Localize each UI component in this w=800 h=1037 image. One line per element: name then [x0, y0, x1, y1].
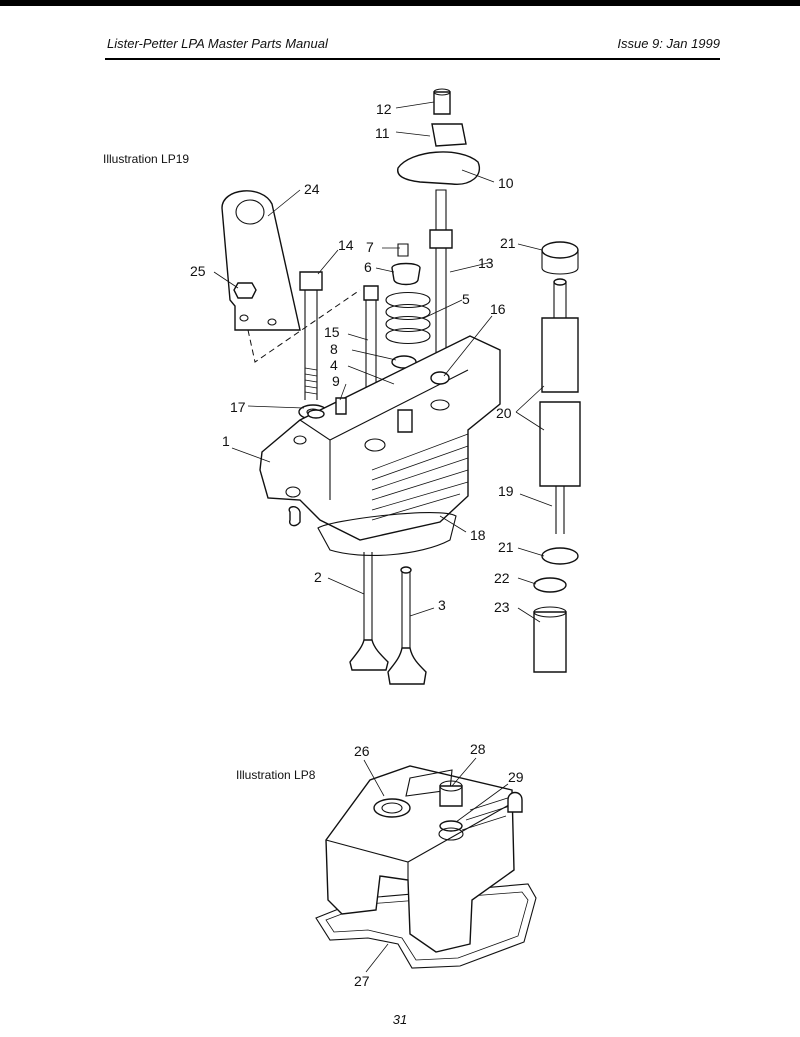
callout-27: 27 — [354, 973, 370, 989]
callout-19: 19 — [498, 483, 514, 499]
callout-23: 23 — [494, 599, 510, 615]
rocker-cover — [325, 765, 515, 953]
callout-17: 17 — [230, 399, 246, 415]
callout-21-top: 21 — [500, 235, 516, 251]
callout-7: 7 — [366, 239, 374, 255]
callout-28: 28 — [470, 741, 486, 757]
lifting-bracket — [221, 190, 301, 331]
cover-nut — [439, 785, 463, 807]
callout-18: 18 — [470, 527, 486, 543]
callout-6: 6 — [364, 259, 372, 275]
issue-date: Issue 9: Jan 1999 — [617, 36, 720, 51]
pushrod-tube-lower — [539, 401, 581, 487]
top-border — [0, 0, 800, 6]
callout-13: 13 — [478, 255, 494, 271]
header-rule — [105, 58, 720, 60]
callout-5: 5 — [462, 291, 470, 307]
inlet-valve — [363, 552, 373, 640]
callout-14: 14 — [338, 237, 354, 253]
bracket-nut — [233, 282, 257, 299]
callout-26: 26 — [354, 743, 370, 759]
callout-16: 16 — [490, 301, 506, 317]
rocker-arm — [397, 151, 481, 185]
rocker-bracket — [431, 123, 467, 147]
page-number: 31 — [392, 1012, 408, 1027]
illustration-caption-lp8: Illustration LP8 — [236, 768, 316, 782]
callout-24: 24 — [304, 181, 320, 197]
manual-title: Lister-Petter LPA Master Parts Manual — [107, 36, 328, 51]
valve-spring — [385, 291, 431, 345]
callout-10: 10 — [498, 175, 514, 191]
pushrod — [555, 486, 565, 534]
callout-21-bottom: 21 — [498, 539, 514, 555]
callout-20: 20 — [496, 405, 512, 421]
tappet — [533, 611, 567, 673]
head-bolt — [299, 271, 323, 291]
callout-12: 12 — [376, 101, 392, 117]
callout-22: 22 — [494, 570, 510, 586]
rocker-cover-illustration: 26 28 29 27 — [315, 741, 537, 989]
callout-15: 15 — [324, 324, 340, 340]
cylinder-head — [259, 335, 501, 541]
adjuster-nut — [433, 91, 451, 115]
spring-cap — [391, 262, 421, 286]
cylinder-head-illustration: 12 11 10 24 14 7 6 21 13 25 5 16 15 8 4 … — [190, 88, 581, 685]
callout-1: 1 — [222, 433, 230, 449]
callout-29: 29 — [508, 769, 524, 785]
callout-8: 8 — [330, 341, 338, 357]
callout-25: 25 — [190, 263, 206, 279]
callout-3: 3 — [438, 597, 446, 613]
pushrod-tube-upper — [541, 317, 579, 393]
illustration-caption-lp19: Illustration LP19 — [103, 152, 190, 166]
rocker-stud — [435, 189, 447, 371]
head-gasket — [317, 511, 457, 556]
callout-4: 4 — [330, 357, 338, 373]
exhaust-valve — [401, 570, 411, 648]
callout-11: 11 — [375, 125, 390, 141]
callout-9: 9 — [332, 373, 340, 389]
callout-2: 2 — [314, 569, 322, 585]
